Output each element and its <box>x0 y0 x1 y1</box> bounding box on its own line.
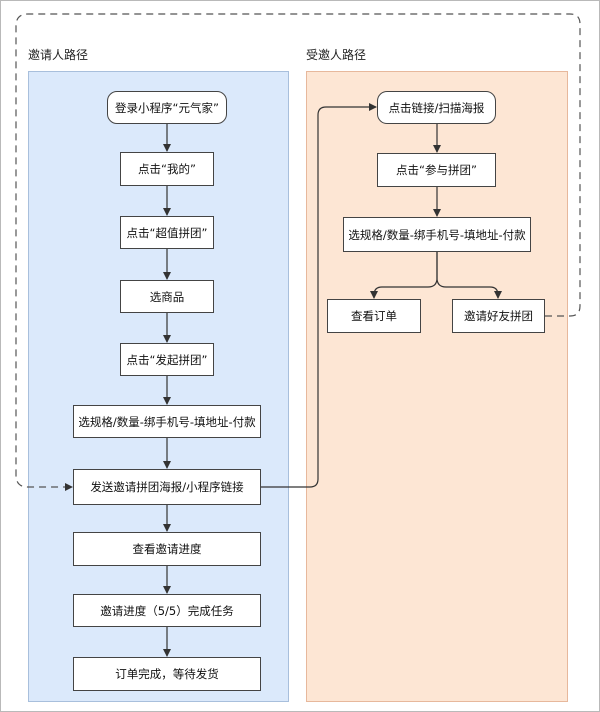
inviter-step-select-product: 选商品 <box>120 280 214 313</box>
invitee-step-checkout: 选规格/数量-绑手机号-填地址-付款 <box>343 217 531 252</box>
inviter-step-task-complete: 邀请进度（5/5）完成任务 <box>73 594 261 627</box>
inviter-step-login: 登录小程序“元气家” <box>107 91 227 124</box>
inviter-lane-title: 邀请人路径 <box>28 48 89 62</box>
inviter-step-order-complete: 订单完成，等待发货 <box>73 657 261 691</box>
inviter-step-click-mine: 点击“我的” <box>120 152 214 186</box>
inviter-step-send-invite: 发送邀请拼团海报/小程序链接 <box>73 469 261 505</box>
inviter-step-checkout: 选规格/数量-绑手机号-填地址-付款 <box>73 405 261 438</box>
inviter-step-click-group-deal: 点击“超值拼团” <box>120 216 214 249</box>
inviter-step-start-group: 点击“发起拼团” <box>120 343 214 376</box>
inviter-step-view-progress: 查看邀请进度 <box>73 532 261 566</box>
invitee-step-open-link: 点击链接/扫描海报 <box>377 91 496 124</box>
invitee-lane-title: 受邀人路径 <box>306 48 367 62</box>
invitee-branch-invite-friends: 邀请好友拼团 <box>452 299 545 333</box>
invitee-step-join-group: 点击“参与拼团” <box>377 153 496 187</box>
invitee-branch-view-order: 查看订单 <box>327 299 421 333</box>
